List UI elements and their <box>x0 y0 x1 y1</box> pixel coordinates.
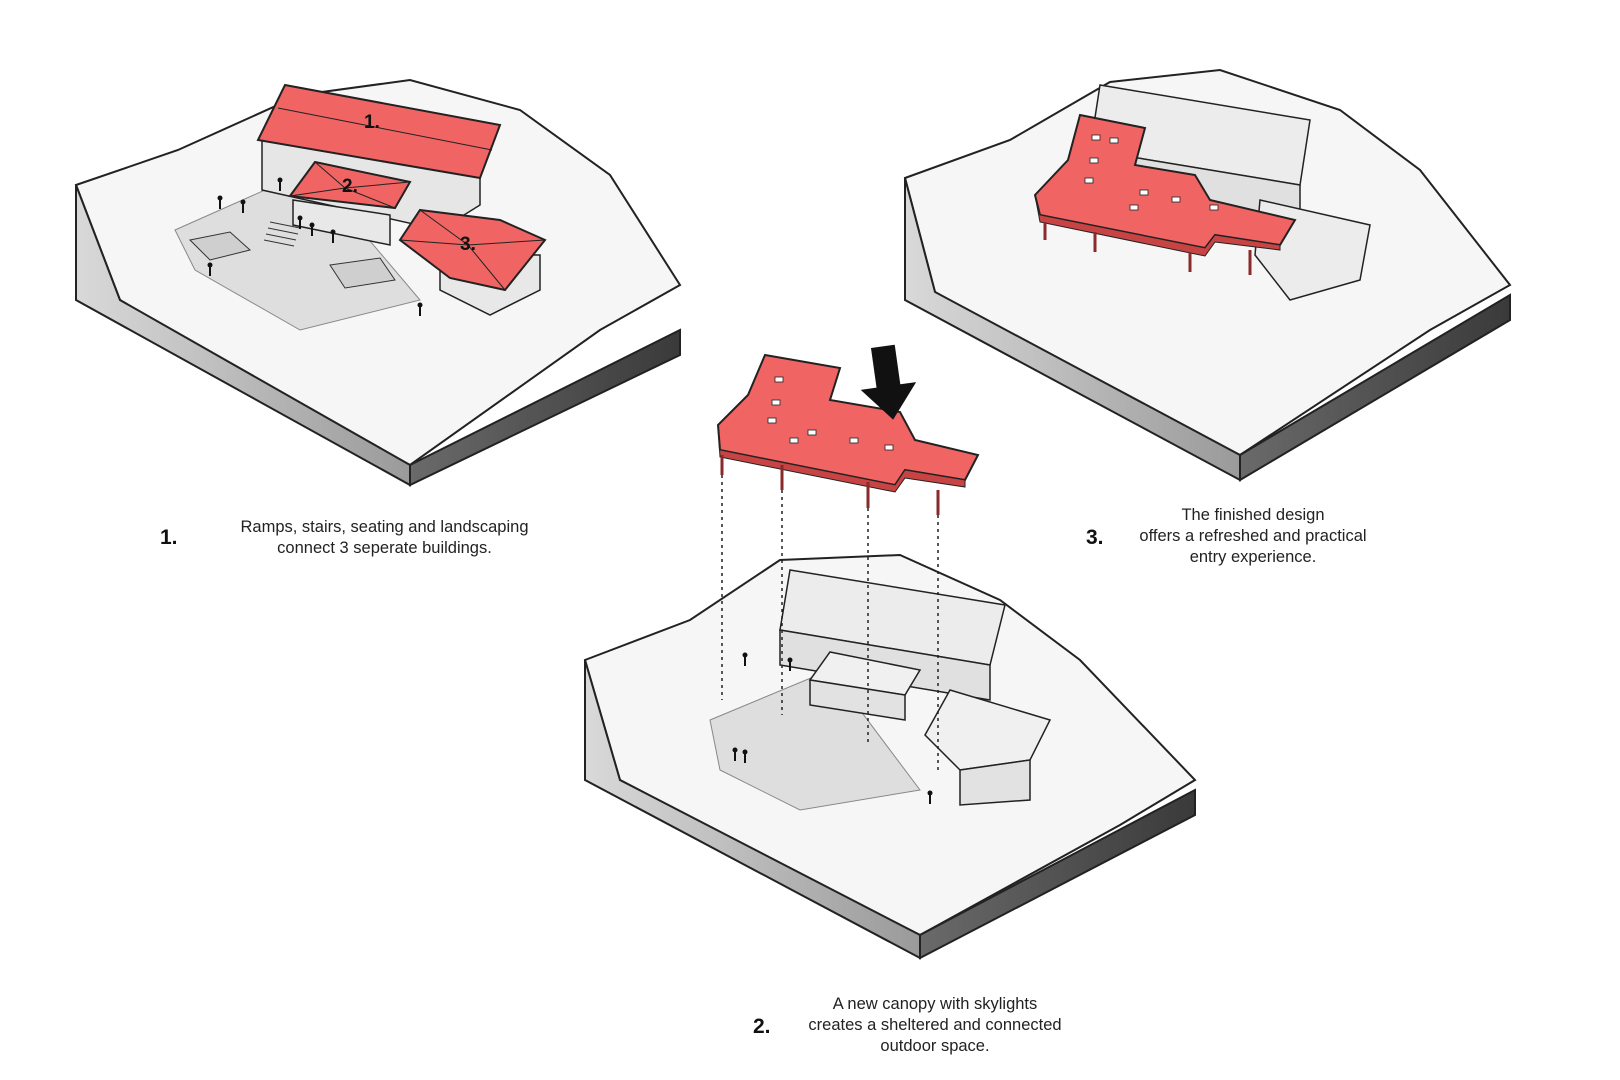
canopy-columns <box>1043 222 1252 275</box>
caption-line: A new canopy with skylights <box>832 995 1038 1013</box>
site-model-1: 1. 2. 3. <box>74 78 682 487</box>
canopy-floating <box>716 353 980 515</box>
step-number-3: 3. <box>1086 526 1104 549</box>
roof-label-1: 1. <box>364 112 380 133</box>
people-figures <box>207 177 423 316</box>
courtyard <box>709 669 921 811</box>
people-figures <box>732 652 933 804</box>
terrain-side-right <box>1239 293 1511 482</box>
caption-line: outdoor space. <box>880 1037 990 1055</box>
down-arrow-icon <box>860 344 917 420</box>
caption-line: connect 3 seperate buildings. <box>277 539 492 557</box>
skylights <box>1084 134 1219 211</box>
projection-lines <box>721 475 939 770</box>
step-number-2: 2. <box>753 1015 771 1038</box>
terrain-side-right <box>409 328 681 487</box>
roof-label-2: 2. <box>342 176 358 197</box>
roof-1 <box>256 83 502 180</box>
caption-line: entry experience. <box>1189 548 1317 566</box>
caption-line: Ramps, stairs, seating and landscaping <box>240 518 529 536</box>
step-caption-1: Ramps, stairs, seating and landscaping c… <box>222 517 547 559</box>
step-number-1: 1. <box>160 526 178 549</box>
terrain-side-right <box>919 788 1196 960</box>
caption-line: creates a sheltered and connected <box>808 1016 1062 1034</box>
step-caption-2: A new canopy with skylights creates a sh… <box>790 994 1080 1057</box>
site-model-2 <box>583 553 1197 960</box>
canopy-columns <box>720 455 940 515</box>
caption-line: offers a refreshed and practical <box>1139 527 1367 545</box>
building-2-wall <box>292 199 391 246</box>
step-caption-3: The finished design offers a refreshed a… <box>1118 505 1388 568</box>
site-model-3 <box>903 68 1512 482</box>
skylights <box>767 376 894 451</box>
roof-label-3: 3. <box>460 234 476 255</box>
stairs <box>188 221 396 289</box>
caption-line: The finished design <box>1181 506 1325 524</box>
